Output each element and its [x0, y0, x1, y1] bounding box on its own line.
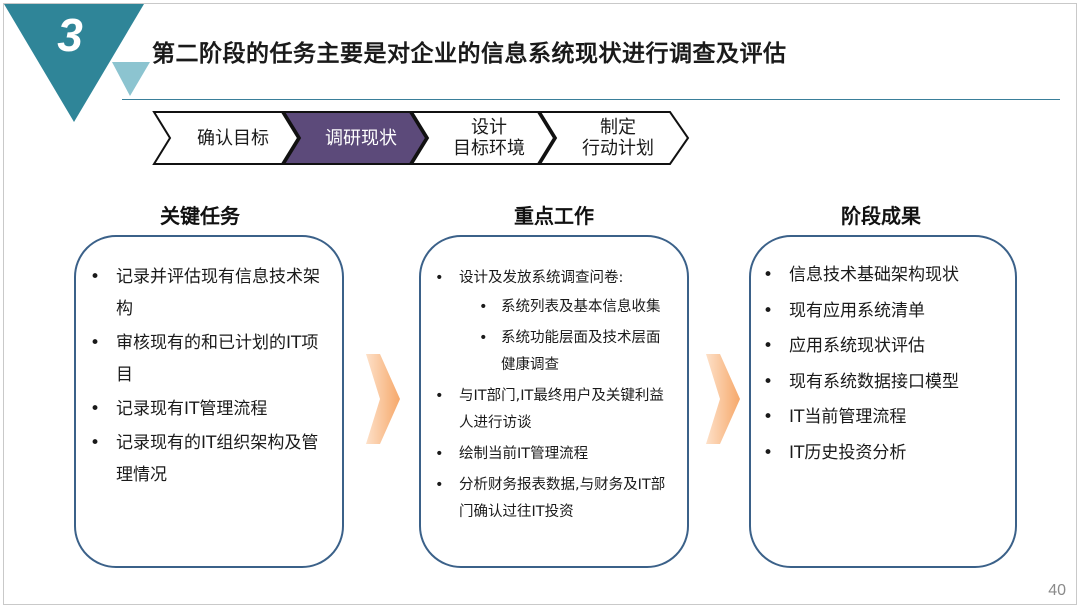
key-tasks-list: •记录并评估现有信息技术架构 •审核现有的和已计划的IT项目 •记录现有IT管理…: [90, 261, 324, 491]
chevron-step-1: [152, 111, 300, 165]
step-label-confirm-goal: 确认目标: [197, 127, 269, 149]
sub-list-item: •系统功能层面及技术层面健康调查: [479, 330, 661, 373]
process-chevrons: [152, 111, 690, 165]
results-heading: 阶段成果: [841, 204, 921, 228]
chevron-step-4: [538, 111, 690, 165]
title-divider: [122, 99, 1060, 100]
flow-arrow-icon: [706, 354, 740, 444]
sub-list-item: •系统列表及基本信息收集: [479, 299, 661, 315]
chevron-step-2: [282, 111, 428, 165]
list-item: •IT当前管理流程: [763, 407, 907, 427]
flow-arrow-icon: [366, 354, 400, 444]
list-item: •分析财务报表数据,与财务及IT部门确认过往IT投资: [435, 477, 666, 520]
list-item: •现有应用系统清单: [763, 300, 925, 321]
sub-list: •系统列表及基本信息收集 •系统功能层面及技术层面健康调查: [459, 294, 671, 379]
step-label-design-target: 设计 目标环境: [453, 117, 525, 159]
results-list: •信息技术基础架构现状 •现有应用系统清单 •应用系统现状评估 •现有系统数据接…: [763, 263, 1003, 465]
page-number: 40: [1048, 582, 1066, 599]
list-item: •记录现有的IT组织架构及管理情况: [90, 433, 319, 485]
results-box: •信息技术基础架构现状 •现有应用系统清单 •应用系统现状评估 •现有系统数据接…: [749, 235, 1017, 568]
focus-work-list: •设计及发放系统调查问卷: •系统列表及基本信息收集 •系统功能层面及技术层面健…: [435, 265, 671, 526]
key-tasks-box: •记录并评估现有信息技术架构 •审核现有的和已计划的IT项目 •记录现有IT管理…: [74, 235, 344, 568]
page-title: 第二阶段的任务主要是对企业的信息系统现状进行调查及评估: [152, 41, 787, 67]
list-item: •IT历史投资分析: [763, 442, 907, 463]
list-item: •现有系统数据接口模型: [763, 371, 959, 392]
list-item: •记录现有IT管理流程: [90, 399, 268, 419]
slide: 3 第二阶段的任务主要是对企业的信息系统现状进行调查及评估 确认目标 调研现状 …: [3, 3, 1077, 605]
list-item: •审核现有的和已计划的IT项目: [90, 333, 319, 385]
list-item: •信息技术基础架构现状: [763, 265, 959, 285]
list-item: •应用系统现状评估: [763, 336, 925, 356]
focus-work-box: •设计及发放系统调查问卷: •系统列表及基本信息收集 •系统功能层面及技术层面健…: [419, 235, 689, 568]
list-item: •记录并评估现有信息技术架构: [90, 267, 320, 319]
focus-work-heading: 重点工作: [514, 204, 594, 228]
corner-decoration: [4, 4, 150, 122]
key-tasks-heading: 关键任务: [160, 204, 240, 228]
list-item: •绘制当前IT管理流程: [435, 446, 589, 462]
step-label-survey-status: 调研现状: [325, 127, 397, 149]
chevron-step-3: [410, 111, 556, 165]
step-number: 3: [57, 9, 83, 61]
step-label-action-plan: 制定 行动计划: [582, 117, 654, 159]
list-item: •设计及发放系统调查问卷: •系统列表及基本信息收集 •系统功能层面及技术层面健…: [435, 265, 671, 379]
list-item: •与IT部门,IT最终用户及关键利益人进行访谈: [435, 388, 664, 431]
